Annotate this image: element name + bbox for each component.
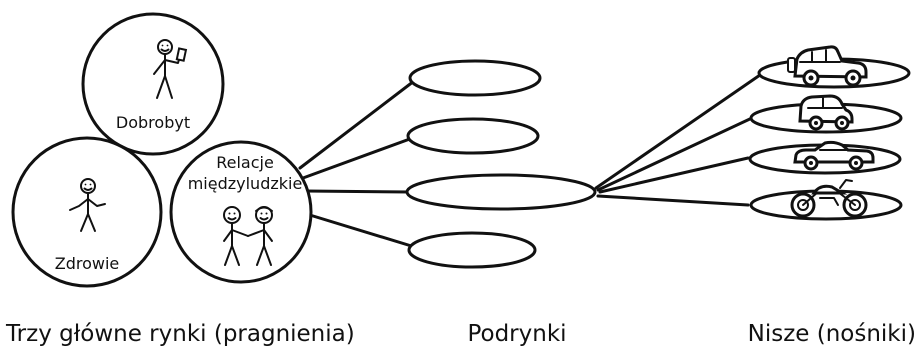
submarket-ellipse-1 [408, 59, 542, 97]
submarket-ellipse-4 [407, 231, 537, 269]
column-label-submarkets: Podrynki [467, 321, 566, 347]
submarket-ellipse-2 [406, 117, 540, 155]
market-circle-relations [169, 140, 313, 284]
small-car-icon [798, 94, 854, 131]
submarket-ellipse-3 [405, 173, 597, 211]
label-relations-line2: międzyludzkie [188, 174, 303, 193]
connector-relations-submarket-4 [298, 210, 420, 250]
label-relations-line1: Relacje [216, 153, 274, 172]
connector-submarket-niche-3 [598, 156, 750, 194]
jeep-icon [787, 45, 868, 87]
column-label-niches: Nisze (nośniki) [748, 321, 916, 347]
connectors [298, 73, 762, 250]
person-waving-icon [69, 178, 106, 232]
label-prosperity: Dobrobyt [116, 113, 190, 132]
label-health: Zdrowie [55, 254, 120, 273]
person-with-phone-icon [153, 39, 188, 99]
connector-submarket-niche-1 [594, 73, 762, 190]
niche-ellipse-motorcycle [749, 189, 903, 221]
connector-submarket-niche-4 [596, 194, 750, 207]
connector-relations-submarket-3 [303, 189, 412, 194]
couple-icon [223, 206, 273, 266]
market-circle-prosperity [81, 12, 225, 156]
sports-car-icon [793, 140, 875, 171]
connector-relations-submarket-2 [301, 134, 420, 180]
motorcycle-icon [790, 179, 868, 218]
column-label-markets: Trzy główne rynki (pragnienia) [5, 321, 355, 347]
connector-relations-submarket-1 [298, 76, 420, 170]
connector-submarket-niche-2 [596, 116, 754, 192]
